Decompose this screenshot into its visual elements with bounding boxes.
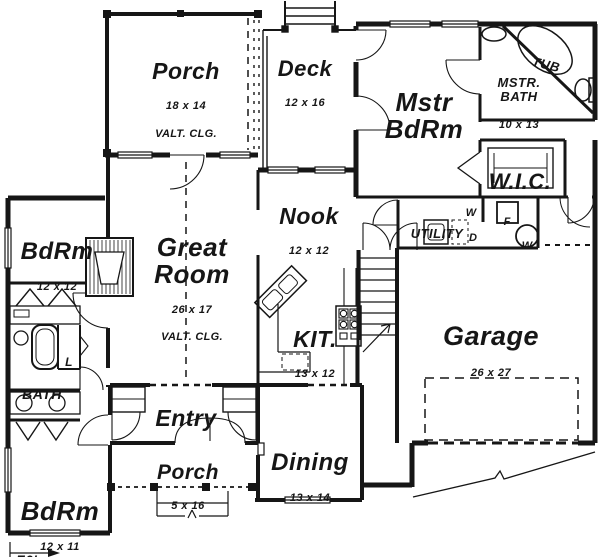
bath-sink [481, 26, 507, 42]
toilet [574, 77, 597, 103]
kitchen-island [343, 268, 357, 385]
master-tub [517, 24, 573, 76]
freezer-box [496, 201, 519, 224]
porch-posts [103, 10, 262, 157]
kitchen-counter [258, 304, 311, 373]
fireplace [85, 237, 134, 297]
left-bath-fixtures [9, 305, 89, 370]
exterior-walls [5, 12, 598, 536]
driveway-line [412, 451, 596, 498]
closet-rod [487, 147, 554, 189]
doors [72, 29, 595, 446]
entry-closets [111, 386, 257, 413]
washer-box [423, 219, 449, 245]
bifold-doors [15, 287, 77, 442]
cooktop [335, 305, 362, 347]
dryer-space [451, 219, 469, 245]
porch-steps [156, 491, 229, 519]
water-heater-circle [515, 224, 539, 248]
stairs [359, 250, 395, 353]
windows [4, 20, 479, 537]
interior-walls [8, 27, 595, 445]
fridge-space [281, 353, 309, 371]
double-vanity [9, 391, 81, 415]
dashed-lines [110, 18, 593, 488]
dimension-line [9, 542, 60, 557]
porch-bottom-posts [107, 483, 256, 491]
fixtures [9, 24, 597, 442]
kitchen-sink [253, 264, 308, 319]
deck-outline [253, 1, 356, 168]
